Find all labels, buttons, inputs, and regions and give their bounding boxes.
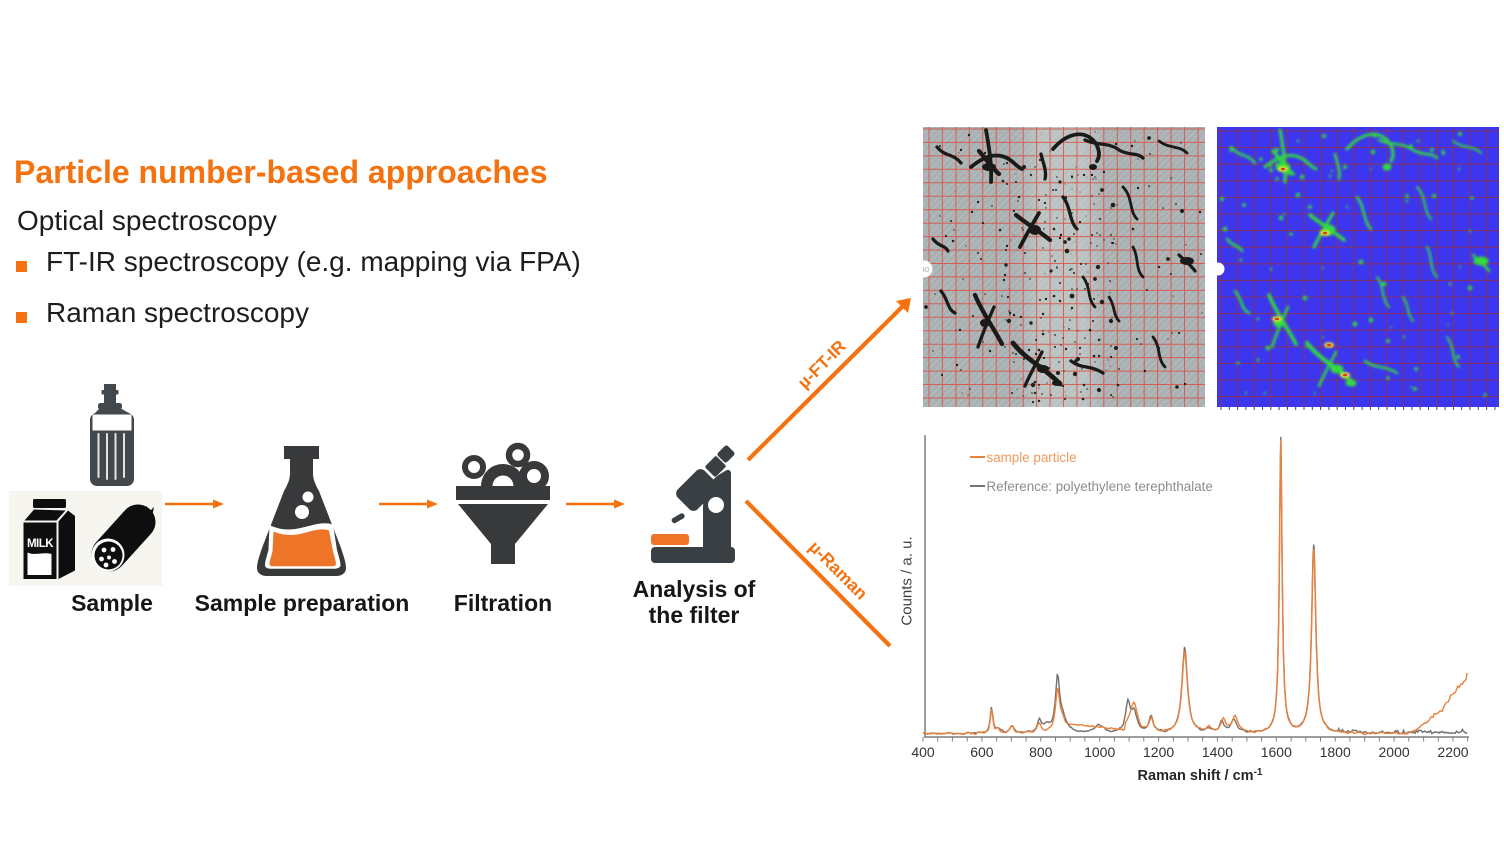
svg-text:800: 800 — [1029, 744, 1053, 760]
svg-text:Raman shift / cm-1: Raman shift / cm-1 — [1138, 767, 1263, 785]
svg-text:400: 400 — [911, 744, 935, 760]
svg-text:sample particle: sample particle — [987, 450, 1077, 465]
svg-text:2000: 2000 — [1379, 744, 1410, 760]
svg-text:40: 40 — [923, 265, 929, 274]
svg-text:600: 600 — [970, 744, 994, 760]
svg-text:2200: 2200 — [1437, 744, 1468, 760]
svg-text:1800: 1800 — [1320, 744, 1351, 760]
svg-text:1000: 1000 — [1084, 744, 1115, 760]
svg-text:1600: 1600 — [1261, 744, 1292, 760]
svg-text:1400: 1400 — [1202, 744, 1233, 760]
svg-text:Counts / a. u.: Counts / a. u. — [899, 536, 916, 625]
svg-text:Reference: polyethylene tereph: Reference: polyethylene terephthalate — [987, 479, 1213, 494]
svg-text:MILK: MILK — [27, 538, 54, 550]
svg-text:1200: 1200 — [1143, 744, 1174, 760]
